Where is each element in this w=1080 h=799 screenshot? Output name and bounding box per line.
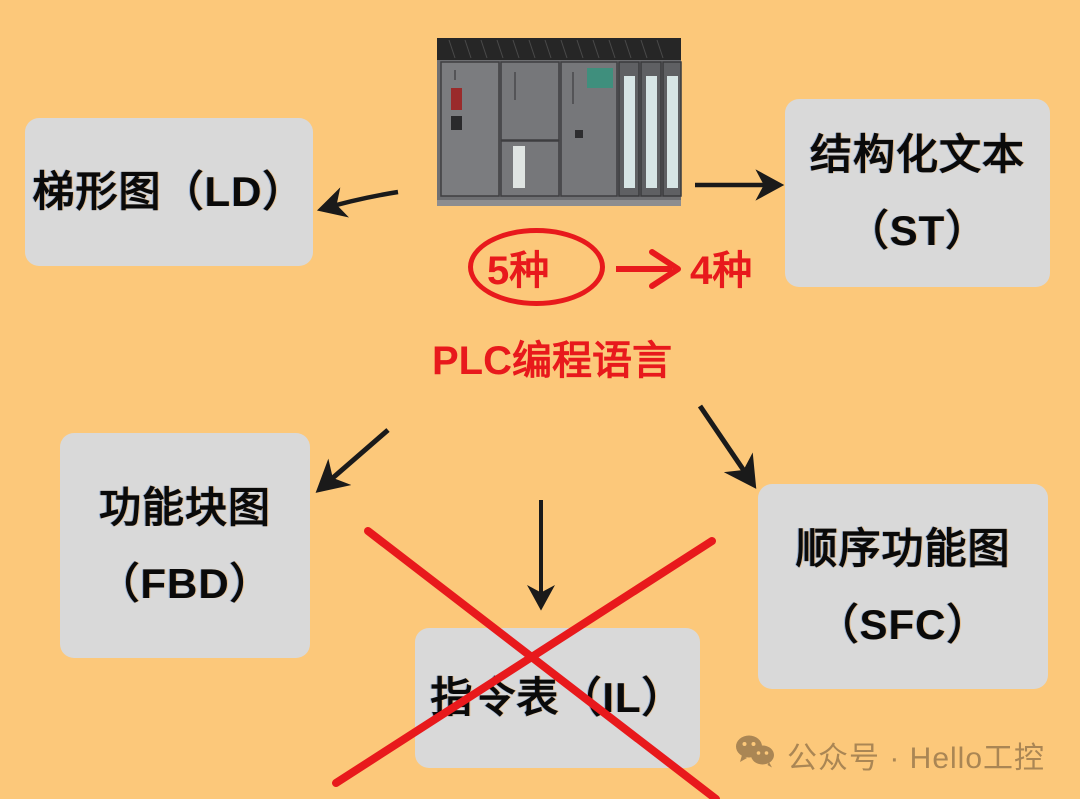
wechat-icon — [735, 734, 775, 776]
box-label-st-line1: 结构化文本 — [809, 131, 1025, 179]
box-label-sfc-line2: （SFC） — [816, 600, 990, 648]
watermark-text: 公众号 · Hello工控 — [787, 742, 1046, 775]
annotation-caption: PLC编程语言 — [432, 339, 672, 383]
red-arrow-between-counts — [616, 249, 681, 289]
arrow-to-function-block-diagram — [315, 428, 390, 493]
box-label-st-line2: （ST） — [846, 207, 989, 254]
box-label-fbd-line2: （FBD） — [97, 559, 273, 607]
arrow-to-sequential-function-chart — [697, 404, 757, 489]
red-ellipse-highlight — [468, 228, 605, 306]
plc-rack-image — [435, 38, 683, 218]
arrow-to-ladder-diagram — [316, 187, 399, 218]
language-box-ladder-diagram[interactable]: 梯形图（LD） — [25, 118, 313, 266]
language-box-sequential-function-chart[interactable]: 顺序功能图 （SFC） — [758, 484, 1048, 689]
box-label-il-line1: 指令表（IL） — [430, 674, 685, 722]
annotation-count-after: 4种 — [690, 249, 753, 293]
language-box-function-block-diagram[interactable]: 功能块图 （FBD） — [60, 433, 310, 658]
box-label-sfc-line1: 顺序功能图 — [795, 524, 1011, 572]
box-label-ld-line1: 梯形图（LD） — [32, 168, 306, 216]
watermark: 公众号 · Hello工控 — [735, 733, 1045, 777]
annotation-count-before: 5种 — [487, 249, 550, 293]
language-box-instruction-list[interactable]: 指令表（IL） — [415, 628, 700, 768]
language-box-structured-text[interactable]: 结构化文本 （ST） — [785, 99, 1050, 287]
box-label-fbd-line1: 功能块图 — [98, 483, 271, 531]
